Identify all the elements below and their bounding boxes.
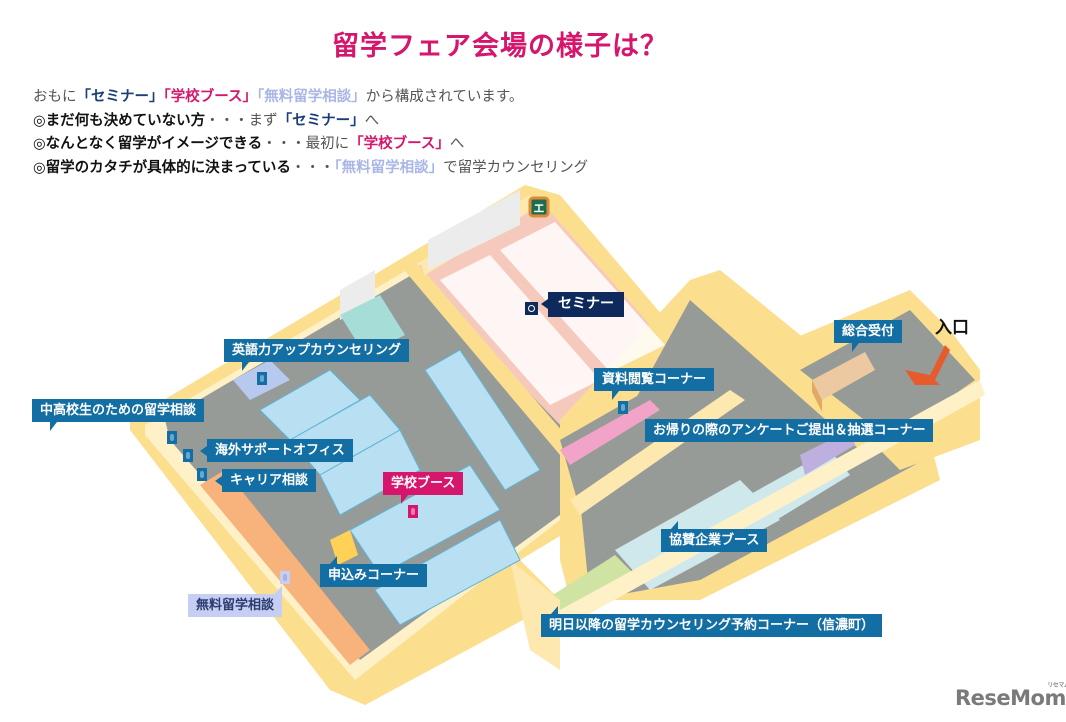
sponsor-booth-label: 協賛企業ブース <box>661 521 768 552</box>
reading-corner-label: 資料閲覧コーナー <box>594 368 715 400</box>
reservation-corner-label: 明日以降の留学カウンセリング予約コーナー（信濃町） <box>541 606 883 637</box>
survey-lottery-label: お帰りの際のアンケートご提出＆抽選コーナー <box>645 419 934 442</box>
bullet-icon: ◎ <box>33 112 46 129</box>
guide-suffix: へ <box>364 112 380 129</box>
guide-mid: まず <box>248 112 278 129</box>
intro-line-3: ◎なんとなく留学がイメージできる・・・最初に「学校ブース」へ <box>33 133 588 157</box>
seminar-marker-icon <box>525 302 538 315</box>
guide-condition: なんとなく留学がイメージできる <box>45 136 263 152</box>
english-counseling-label: 英語力アップカウンセリング <box>224 339 410 371</box>
junior-high-consult-label: 中高校生のための留学相談 <box>32 399 205 431</box>
intro-suffix: から構成されています。 <box>365 89 524 105</box>
guide-suffix: へ <box>449 136 465 152</box>
free-consult-strip <box>200 470 370 665</box>
resemom-logo: ReseMom. リセマム <box>955 682 1066 710</box>
page-title: 留学フェア会場の様子は？ <box>332 31 668 62</box>
intro-line-1: おもに「セミナー」「学校ブース」「無料留学相談」から構成されています。 <box>33 86 588 110</box>
guide-dots: ・・・ <box>262 136 306 152</box>
guide-mid: 最初に <box>305 136 350 152</box>
overseas-support-marker-icon <box>183 449 193 462</box>
reading-corner-marker-icon <box>618 401 628 414</box>
school-booth-marker-icon <box>408 505 418 518</box>
reception-desk <box>812 352 875 400</box>
free-consult-keyword: 「無料留学相談」 <box>257 89 366 105</box>
application-corner-label: 申込みコーナー <box>320 556 428 587</box>
entrance-arrow <box>905 345 950 385</box>
lower-wall <box>510 560 560 670</box>
free-consult-marker-icon <box>280 571 290 584</box>
logo-text: ReseMom. <box>955 686 1066 710</box>
intro-line-4: ◎留学のカタチが具体的に決まっている・・・「無料留学相談」で留学カウンセリング <box>33 157 588 181</box>
school-booth-keyword: 「学校ブース」 <box>163 89 258 105</box>
guide-condition: まだ何も決めていない方 <box>45 112 206 129</box>
career-consult-marker-icon <box>197 468 207 481</box>
school-booth-label: 学校ブース <box>383 472 464 504</box>
overseas-support-label: 海外サポートオフィス <box>200 439 353 462</box>
application-desk <box>330 530 358 565</box>
junior-high-marker-icon <box>167 431 177 444</box>
intro-line-2: ◎まだ何も決めていない方・・・まず「セミナー」へ <box>33 110 588 134</box>
lower-wall-2 <box>560 380 985 630</box>
elevator-icon <box>528 196 550 218</box>
intro-prefix: おもに <box>33 89 77 105</box>
guide-suffix: で留学カウンセリング <box>443 159 589 176</box>
reception-desk-side <box>812 380 822 412</box>
guide-condition: 留学のカタチが具体的に決まっている <box>45 159 291 176</box>
seminar-label: セミナー <box>541 292 624 317</box>
guide-dots: ・・・ <box>205 112 249 129</box>
guide-target: 「セミナー」 <box>277 112 365 129</box>
screen-2 <box>428 190 520 270</box>
guide-target: 「無料留学相談」 <box>334 159 444 176</box>
reading-desk <box>560 400 660 465</box>
seminar-screen <box>340 270 375 320</box>
seminar-keyword: 「セミナー」 <box>76 89 164 105</box>
entrance-label: 入口 <box>935 318 969 338</box>
intro-text: おもに「セミナー」「学校ブース」「無料留学相談」から構成されています。 ◎まだ何… <box>33 86 588 180</box>
logo-ruby: リセマム <box>1047 682 1066 689</box>
english-counseling-marker-icon <box>257 372 267 385</box>
career-consult-label: キャリア相談 <box>214 469 317 492</box>
reception-label: 総合受付 <box>834 320 903 352</box>
seminar-wall-left <box>400 255 570 455</box>
elevator-icon-glyph: エ <box>534 202 545 215</box>
free-consult-label: 無料留学相談 <box>188 586 283 617</box>
bullet-icon: ◎ <box>33 136 46 152</box>
guide-target: 「学校ブース」 <box>349 136 450 152</box>
bullet-icon: ◎ <box>33 159 46 176</box>
guide-dots: ・・・ <box>290 159 335 176</box>
